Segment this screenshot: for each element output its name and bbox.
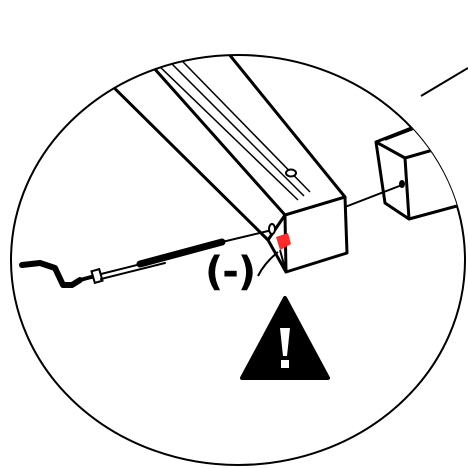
negative-terminal-marker <box>276 233 291 250</box>
polarity-label: (-) <box>205 249 256 295</box>
detail-circle <box>10 54 466 466</box>
alignment-line <box>344 184 403 208</box>
warning-triangle-icon <box>240 296 330 380</box>
ground-wire <box>19 230 269 288</box>
callout-leader <box>257 251 279 277</box>
leader-line <box>420 67 468 97</box>
main-rail <box>86 55 349 274</box>
end-cap-hole <box>399 180 405 188</box>
end-cap <box>374 110 465 221</box>
wire-connection-hole <box>268 223 276 235</box>
rail-top-hole <box>285 168 297 178</box>
